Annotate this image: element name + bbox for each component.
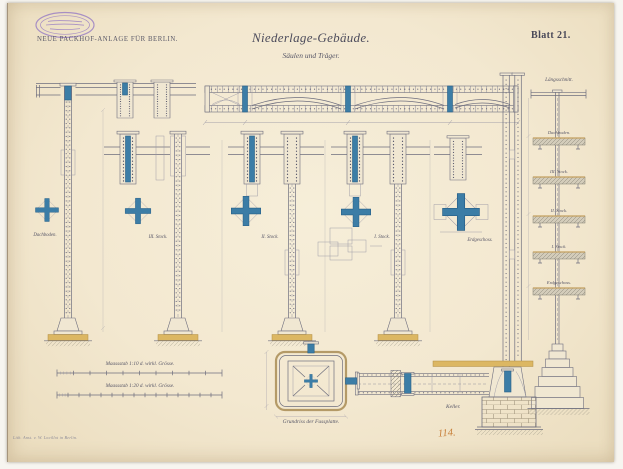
cellar-beam-detail: [354, 370, 489, 398]
column-elevation-3: [267, 130, 317, 347]
floor-label-1-stock: I. Stock.: [551, 244, 567, 249]
cross-label-dachboden: Dachboden.: [33, 233, 57, 238]
column-elevation-2: [153, 130, 203, 347]
column-elevation-4: [373, 130, 423, 347]
drawing-title: Niederlage-Gebäude.: [252, 30, 370, 45]
scale-bar-2: [56, 391, 223, 399]
column-cross-sections: [35, 193, 489, 233]
scale-bar-1-label: Maassstab 1:10 d. wirkl. Grösse.: [105, 361, 175, 367]
sheet-number: Blatt 21.: [531, 30, 571, 41]
column-head-details-row2: [116, 130, 470, 197]
longitudinal-section: [530, 89, 587, 344]
floor-label-erdgeschoss: Erdgeschoss.: [546, 280, 572, 285]
beam-stubs-row2: [104, 146, 482, 155]
floor-label-2-stock: II. Stock.: [550, 208, 568, 213]
cross-label-3-stock: III. Stock.: [148, 235, 168, 240]
cross-label-2-stock: II. Stock.: [261, 235, 279, 240]
cross-label-erdgeschoss: Erdgeschoss.: [467, 238, 493, 243]
scale-bar-1: [56, 369, 223, 377]
dimension-chains: [100, 107, 431, 332]
scale-bar-2-label: Maassstab 1:20 d. wirkl. Grösse.: [105, 383, 175, 389]
oval-stamp: [35, 11, 95, 39]
imprint: Lith. Anst. v. W. Loeillot in Berlin.: [13, 435, 78, 440]
project-title: NEUE PACKHOF-ANLAGE FÜR BERLIN.: [37, 36, 179, 43]
gusset-plate-plan-detail: [317, 227, 382, 261]
floor-label-dachboden: Dachboden.: [547, 130, 571, 135]
floor-label-3-stock: III. Stock.: [550, 169, 568, 174]
column-elevation-1: [43, 82, 93, 347]
foot-plate-plan: [264, 341, 360, 419]
page-number: 114.: [437, 427, 456, 440]
column-head-details-row1: [113, 79, 174, 119]
right-paired-columns: [499, 72, 531, 367]
scale-bars: [56, 369, 223, 399]
pedestal-and-masonry-pier: [475, 366, 543, 435]
grundriss-label: Grundriss der Fussplatte.: [282, 419, 340, 425]
keller-label: Keller.: [446, 404, 461, 410]
ground-floor-timber: [432, 360, 534, 367]
cross-label-1-stock: I. Stock.: [374, 235, 390, 240]
main-girder-elevation: [202, 85, 521, 126]
drawing-subtitle: Säulen und Träger.: [282, 51, 340, 60]
foundation-steps: [527, 343, 590, 415]
section-label-laengsschnitt: Längsschnitt.: [545, 77, 573, 83]
